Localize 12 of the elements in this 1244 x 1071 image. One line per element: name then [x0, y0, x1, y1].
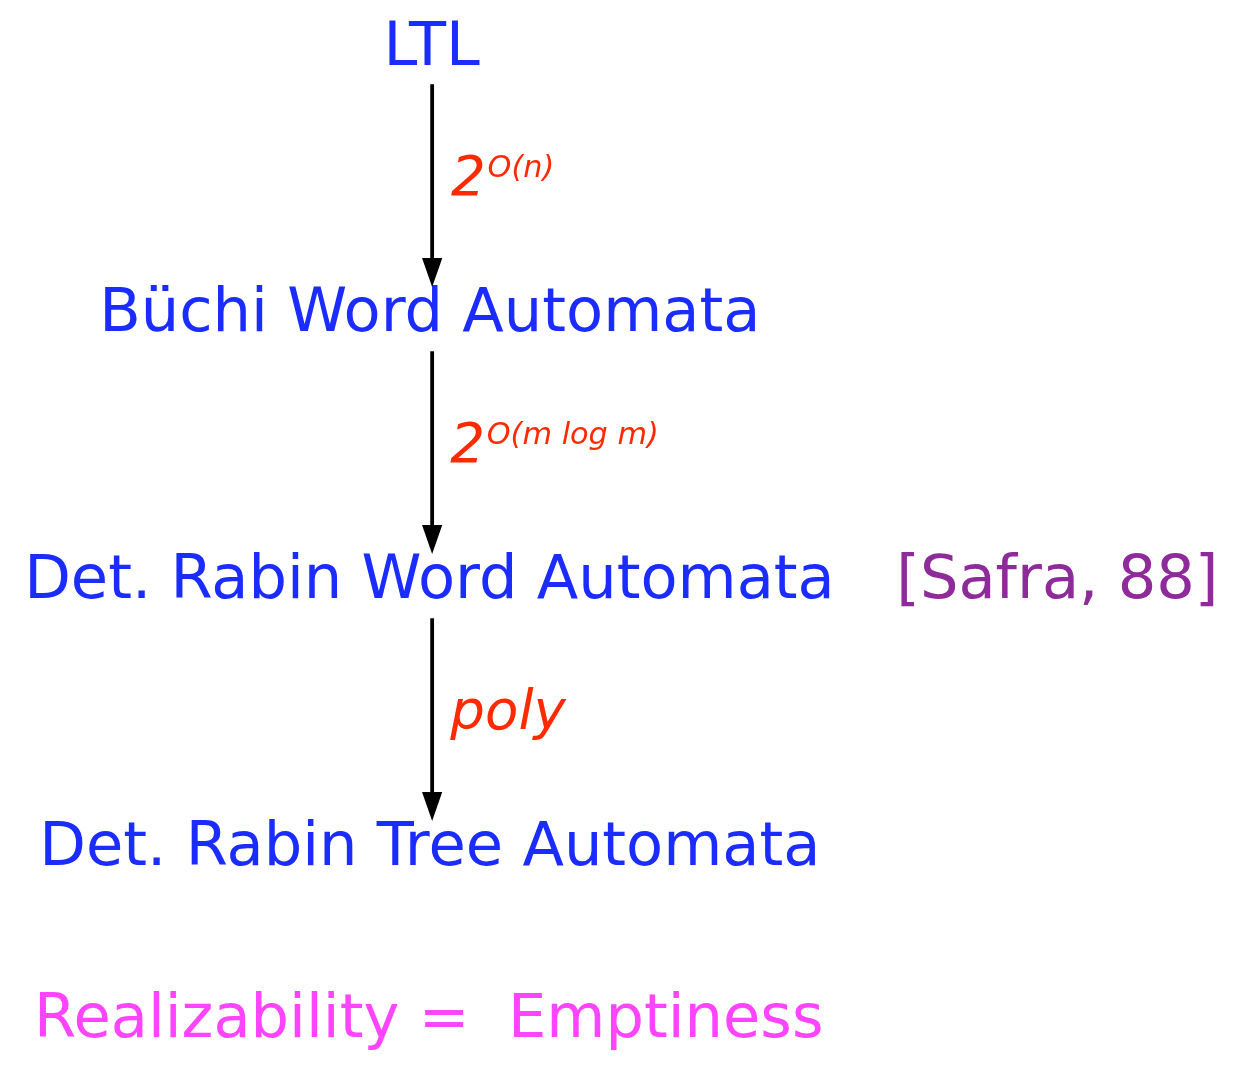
label: Realizability = Emptiness	[33, 980, 824, 1051]
arrow	[421, 84, 442, 287]
edge-label: 2$^{O(n)}$	[450, 143, 554, 208]
node-text: Det. Rabin Tree Automata	[38, 809, 820, 880]
label: [Safra, 88]	[895, 542, 1218, 613]
arrow	[421, 618, 442, 821]
arrow	[421, 351, 442, 554]
node-text: LTL	[383, 8, 480, 79]
edge-label: poly	[449, 677, 566, 742]
node-text: Det. Rabin Word Automata	[23, 542, 835, 613]
node-text: Büchi Word Automata	[98, 275, 760, 346]
edge-label: 2$^{O(m log m)}$	[449, 410, 659, 475]
